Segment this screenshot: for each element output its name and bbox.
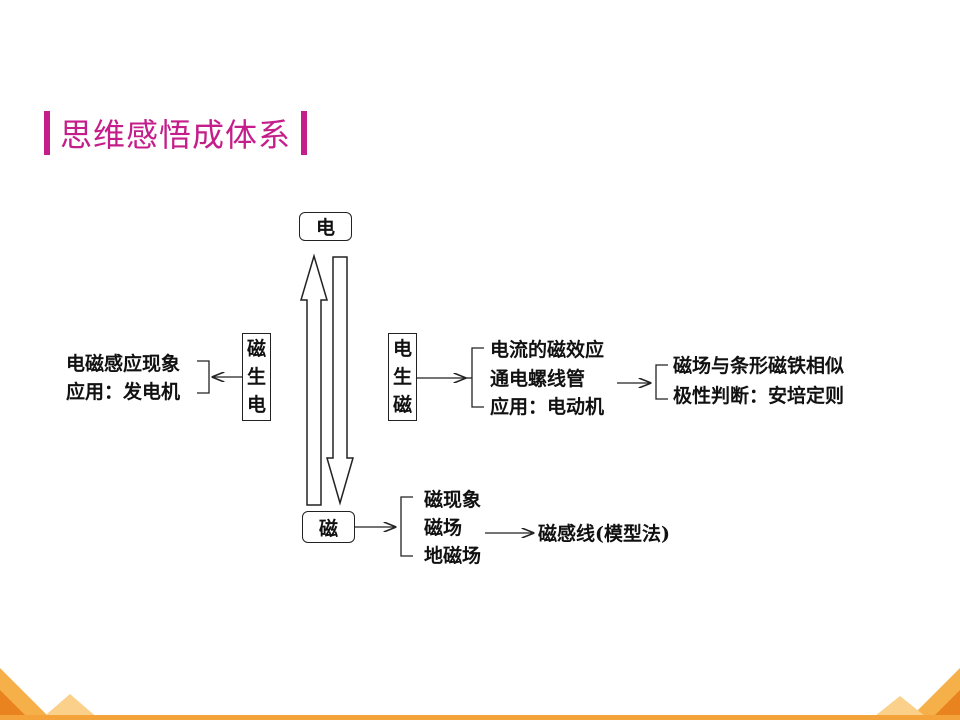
footer-decoration — [0, 668, 960, 720]
right-items-group: 磁场与条形磁铁相似 极性判断：安培定则 — [673, 352, 865, 416]
bottom-items-bracket — [400, 496, 413, 557]
bottom-item-earth-field: 地磁场 — [424, 545, 482, 567]
down-hollow-arrow — [326, 256, 354, 506]
left-item-generator: 应用：发电机 — [66, 381, 181, 403]
right-item-ampere-rule: 极性判断：安培定则 — [673, 385, 845, 407]
electricity-to-magnetism-box: 电 生 磁 — [388, 333, 417, 421]
mid-items-bracket — [471, 347, 484, 408]
right-item-bar-magnet: 磁场与条形磁铁相似 — [673, 355, 845, 377]
mid-item-motor: 应用：电动机 — [490, 396, 605, 418]
magnetic-node: 磁 — [302, 511, 355, 543]
mid-item-magnetic-effect: 电流的磁效应 — [490, 339, 605, 361]
right-items-bracket — [655, 364, 668, 400]
mid-item-solenoid: 通电螺线管 — [490, 368, 586, 390]
up-hollow-arrow — [299, 253, 329, 506]
page-title: 思维感悟成体系 — [60, 116, 292, 154]
bottom-item-field: 磁场 — [424, 517, 463, 539]
left-items-bracket — [197, 360, 210, 394]
title-left-bar — [44, 111, 50, 155]
bottom-result-field-lines: 磁感线(模型法) — [538, 523, 670, 545]
section-title: 思维感悟成体系 — [44, 108, 308, 158]
magnetism-to-electricity-box: 磁 生 电 — [242, 333, 271, 421]
title-right-bar — [301, 111, 308, 155]
bottom-item-phenomena: 磁现象 — [424, 489, 482, 511]
electric-node: 电 — [299, 212, 352, 241]
left-item-induction: 电磁感应现象 — [66, 353, 181, 375]
